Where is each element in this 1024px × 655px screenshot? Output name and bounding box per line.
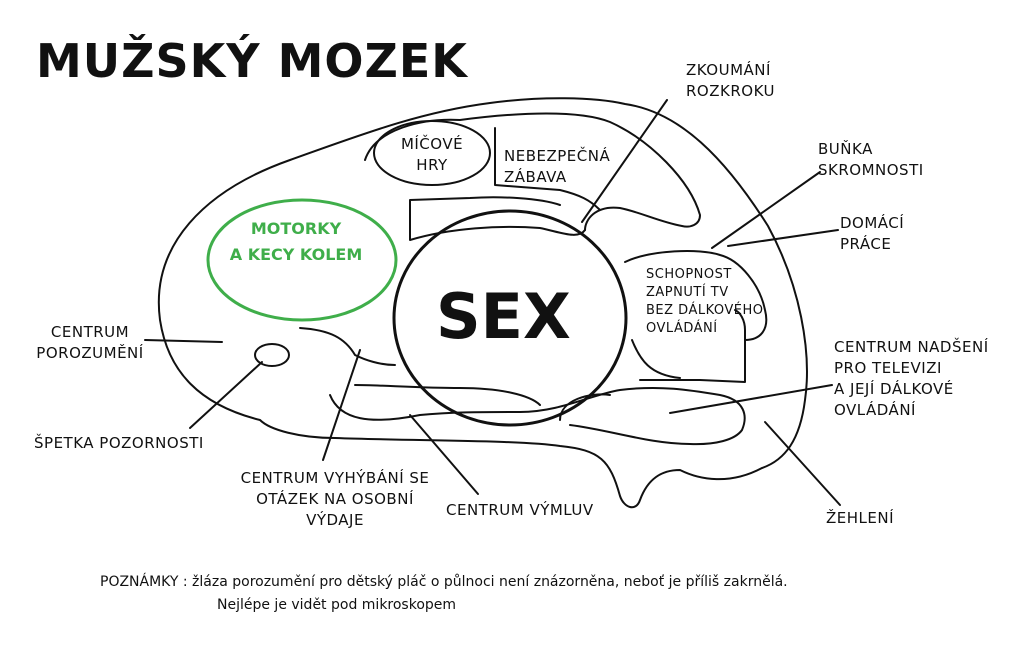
inner-contour-mid — [409, 196, 586, 241]
callout-vymluv — [409, 414, 479, 495]
label-zehleni: ŽEHLENÍ — [826, 509, 895, 527]
notes: POZNÁMKY : žláza porozumění pro dětský p… — [100, 571, 788, 617]
callout-nadseni — [669, 384, 833, 414]
inner-contour-top — [364, 112, 701, 231]
callout-zkoumani — [581, 99, 668, 223]
label-centrum-vymluv: CENTRUM VÝMLUV — [446, 501, 594, 519]
sex-region — [392, 209, 628, 427]
callout-vyhybani — [322, 349, 361, 461]
label-spetka-pozornosti: ŠPETKA POZORNOSTI — [34, 434, 204, 452]
lower-inner — [354, 384, 611, 421]
brain-outline — [157, 97, 808, 509]
callout-domaci — [727, 229, 839, 247]
notes-label: POZNÁMKY — [100, 574, 179, 590]
notes-line1: žláza porozumění pro dětský pláč o půlno… — [192, 574, 788, 590]
lower-contour — [299, 309, 746, 446]
label-motorky: MOTORKY A KECY KOLEM — [229, 219, 363, 264]
notes-line2: Nejlépe je vidět pod mikroskopem — [217, 597, 457, 613]
label-sex: SEX — [436, 280, 571, 353]
motorky-region — [206, 198, 398, 322]
page-title: MUŽSKÝ MOZEK — [36, 34, 468, 88]
callout-porozumeni — [144, 339, 223, 343]
callout-zehleni — [764, 421, 841, 506]
callout-bunka — [711, 171, 821, 249]
tv-lobe — [624, 249, 768, 341]
spetka-region — [254, 343, 290, 367]
micove-hry-region — [373, 120, 491, 186]
callout-spetka — [189, 361, 263, 429]
